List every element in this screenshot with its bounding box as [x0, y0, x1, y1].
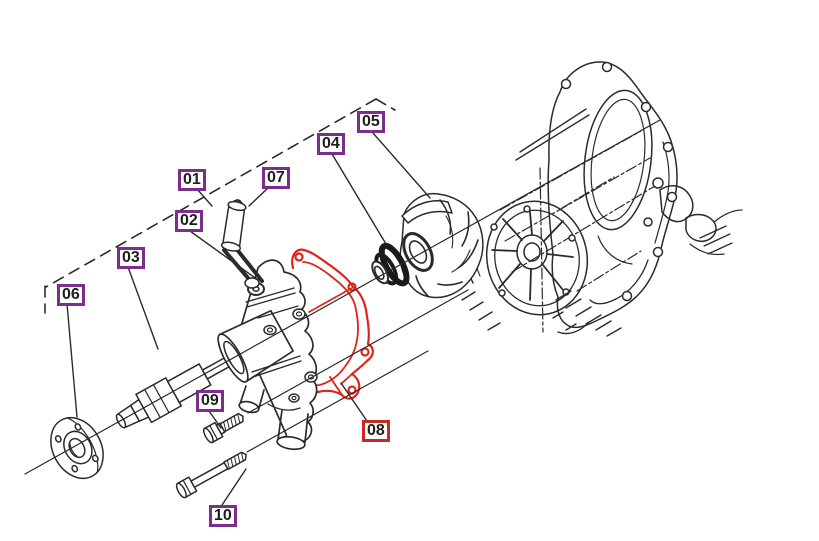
- callout-04[interactable]: 04: [317, 133, 345, 155]
- dashed-boundary-line: [44, 98, 396, 314]
- callout-02[interactable]: 02: [175, 210, 203, 232]
- hub-flange-part: [50, 416, 104, 480]
- leader-02: [189, 230, 259, 281]
- callout-03[interactable]: 03: [117, 247, 145, 269]
- short-bolt-part: [202, 412, 244, 444]
- leader-03: [127, 266, 159, 350]
- leader-07: [248, 187, 269, 207]
- callout-07[interactable]: 07: [262, 167, 290, 189]
- leader-06: [66, 303, 78, 418]
- leader-05: [372, 132, 431, 199]
- leader-09: [208, 410, 222, 429]
- callout-01[interactable]: 01: [178, 169, 206, 191]
- callout-10[interactable]: 10: [209, 505, 237, 527]
- leader-10: [221, 468, 247, 506]
- leader-08: [340, 382, 368, 422]
- callout-08-highlighted[interactable]: 08: [362, 420, 390, 442]
- callout-05[interactable]: 05: [357, 111, 385, 133]
- callout-06[interactable]: 06: [57, 284, 85, 306]
- seal-part: [371, 242, 410, 287]
- leader-04: [331, 153, 387, 245]
- leader-01: [196, 188, 213, 207]
- impeller-part: [399, 192, 484, 299]
- plug-fitting-part: [220, 199, 247, 252]
- assembly-axis-lines: [24, 119, 661, 475]
- engine-block-drawing: [461, 61, 743, 337]
- callout-leader-lines: [66, 132, 431, 506]
- callout-09[interactable]: 09: [196, 390, 224, 412]
- long-bolt-part: [175, 451, 247, 499]
